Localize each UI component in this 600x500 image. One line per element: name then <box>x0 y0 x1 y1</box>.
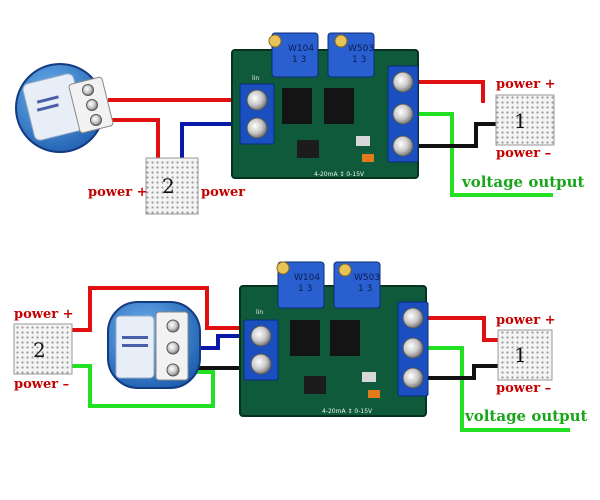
bottom-wire-red-supply2-board <box>72 286 248 332</box>
bottom-supply-2: 2 <box>13 323 73 375</box>
bottom-wire-black-board-supply1 <box>420 364 500 380</box>
bottom-pot-w104-label: W104 <box>294 273 320 283</box>
top-supply-1-power-minus: power – <box>496 146 551 161</box>
top-pot-w104-sub: 1 3 <box>292 55 306 65</box>
top-diagram: W104 W503 1 3 1 3 lin 4-20mA ↕ 0-15V <box>15 32 585 215</box>
bottom-supply-2-number: 2 <box>33 338 46 362</box>
bottom-supply-2-power-minus: power – <box>14 377 69 392</box>
top-supply-1: 1 <box>495 94 555 146</box>
bottom-voltage-output-label: voltage output <box>464 407 588 425</box>
bottom-supply-1-number: 1 <box>514 343 527 367</box>
top-wire-red-sensor-supply2 <box>105 118 160 158</box>
top-pot-w104-label: W104 <box>288 44 314 54</box>
top-pot-w104-screw[interactable] <box>268 34 282 48</box>
top-supply-1-power-plus: power + <box>496 77 556 92</box>
bottom-wire-green-supply2-sensor <box>72 364 215 408</box>
bottom-pot-w104[interactable] <box>277 261 325 309</box>
bottom-wire-blue-sensor-board <box>186 334 248 350</box>
bottom-pot-w503-label: W503 <box>354 273 380 283</box>
top-voltage-output-label: voltage output <box>461 173 585 191</box>
bottom-wire-red-board-supply1 <box>420 316 500 342</box>
bottom-converter-board: W104 W503 1 3 1 3 lin 4-20mA ↕ 0-15V <box>239 261 429 417</box>
top-pot-w503-screw[interactable] <box>334 34 348 48</box>
bottom-supply-1-power-minus: power – <box>496 381 551 396</box>
bottom-board-range: 4-20mA ↕ 0-15V <box>322 408 373 415</box>
top-pot-w503-sub: 1 3 <box>352 55 366 65</box>
top-wire-green-output <box>412 112 553 197</box>
bottom-diagram: W104 W503 1 3 1 3 lin 4-20mA ↕ 0-15V 1 <box>13 261 588 432</box>
top-temperature-transmitter <box>15 63 114 153</box>
bottom-pot-w104-screw[interactable] <box>276 261 290 275</box>
bottom-supply-1-power-plus: power + <box>496 313 556 328</box>
bottom-board-lin: lin <box>256 309 263 316</box>
top-pot-w104[interactable] <box>271 32 319 78</box>
top-wire-blue-board-supply2 <box>180 122 243 160</box>
bottom-supply-2-power-plus: power + <box>14 307 74 322</box>
top-supply-1-number: 1 <box>514 109 527 133</box>
top-supply-2: 2 <box>145 157 199 215</box>
bottom-pot-w503-screw[interactable] <box>338 263 352 277</box>
top-board-lin: lin <box>252 75 259 82</box>
top-wire-black-board-supply1 <box>412 122 496 148</box>
top-wire-red-board-supply1 <box>412 80 485 103</box>
bottom-supply-1: 1 <box>497 329 553 381</box>
bottom-temperature-transmitter <box>107 301 201 389</box>
bottom-wire-green-output <box>420 346 570 432</box>
bottom-pot-w104-sub: 1 3 <box>298 284 312 294</box>
bottom-pot-w503-sub: 1 3 <box>358 284 372 294</box>
top-supply-2-number: 2 <box>162 174 175 198</box>
top-supply-2-power-minus: power <box>201 185 245 200</box>
top-board-range: 4-20mA ↕ 0-15V <box>314 171 365 178</box>
top-converter-board: W104 W503 1 3 1 3 lin 4-20mA ↕ 0-15V <box>231 32 419 179</box>
top-pot-w503-label: W503 <box>348 44 374 54</box>
top-supply-2-power-plus: power + <box>88 185 148 200</box>
